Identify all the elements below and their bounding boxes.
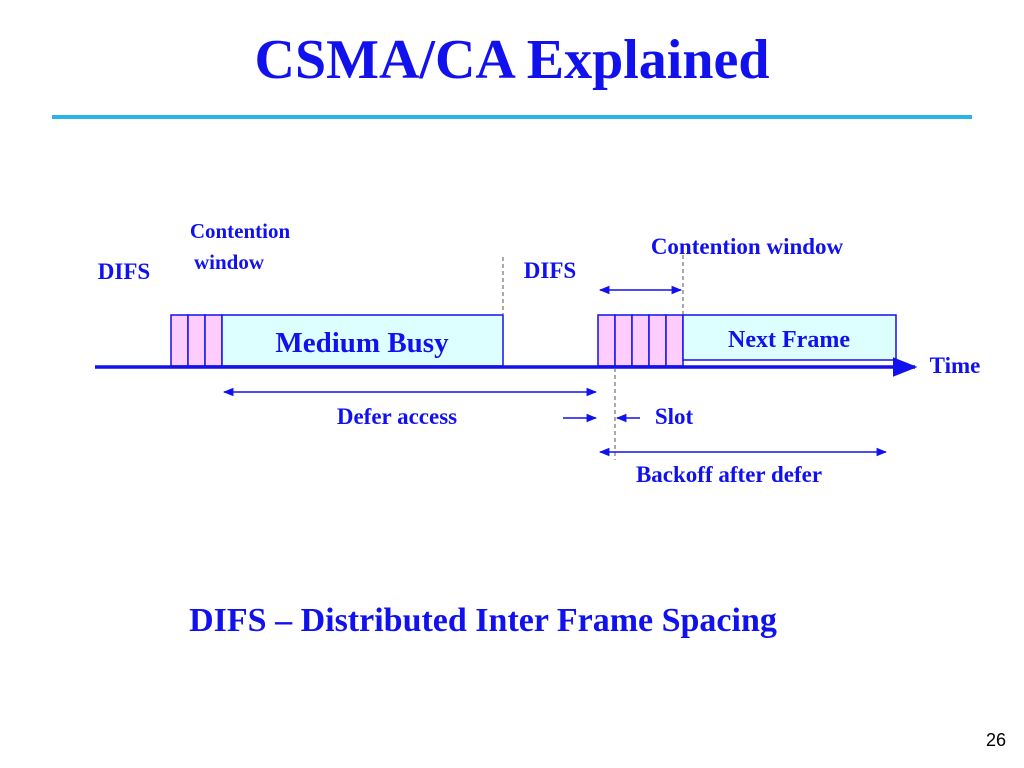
contention-slot xyxy=(170,314,189,367)
medium-busy-label: Medium Busy xyxy=(275,327,449,359)
contention-slots-right xyxy=(597,314,684,367)
backoff-after-defer-label: Backoff after defer xyxy=(636,462,822,487)
difs-definition: DIFS – Distributed Inter Frame Spacing xyxy=(189,602,777,639)
slot-label: Slot xyxy=(655,404,694,429)
contention-slots-left xyxy=(170,314,223,367)
contention-window-left-line1: Contention xyxy=(190,219,291,243)
next-frame-box xyxy=(682,314,897,361)
contention-window-left-line2: window xyxy=(194,250,265,274)
time-label: Time xyxy=(930,353,981,378)
next-frame-label: Next Frame xyxy=(728,327,850,353)
difs-left-label: DIFS xyxy=(98,259,150,284)
medium-busy-box xyxy=(221,314,504,367)
difs-right-label: DIFS xyxy=(524,258,576,283)
defer-access-label: Defer access xyxy=(337,404,457,429)
title-divider xyxy=(52,115,972,119)
contention-slot xyxy=(631,314,650,367)
contention-slot xyxy=(187,314,206,367)
contention-window-right-label: Contention window xyxy=(651,234,844,259)
contention-slot xyxy=(665,314,684,367)
contention-slot xyxy=(597,314,616,367)
page-number: 26 xyxy=(985,730,1006,750)
contention-slot xyxy=(614,314,633,367)
contention-slot xyxy=(648,314,667,367)
slide-title: CSMA/CA Explained xyxy=(254,29,770,91)
contention-slot xyxy=(204,314,223,367)
